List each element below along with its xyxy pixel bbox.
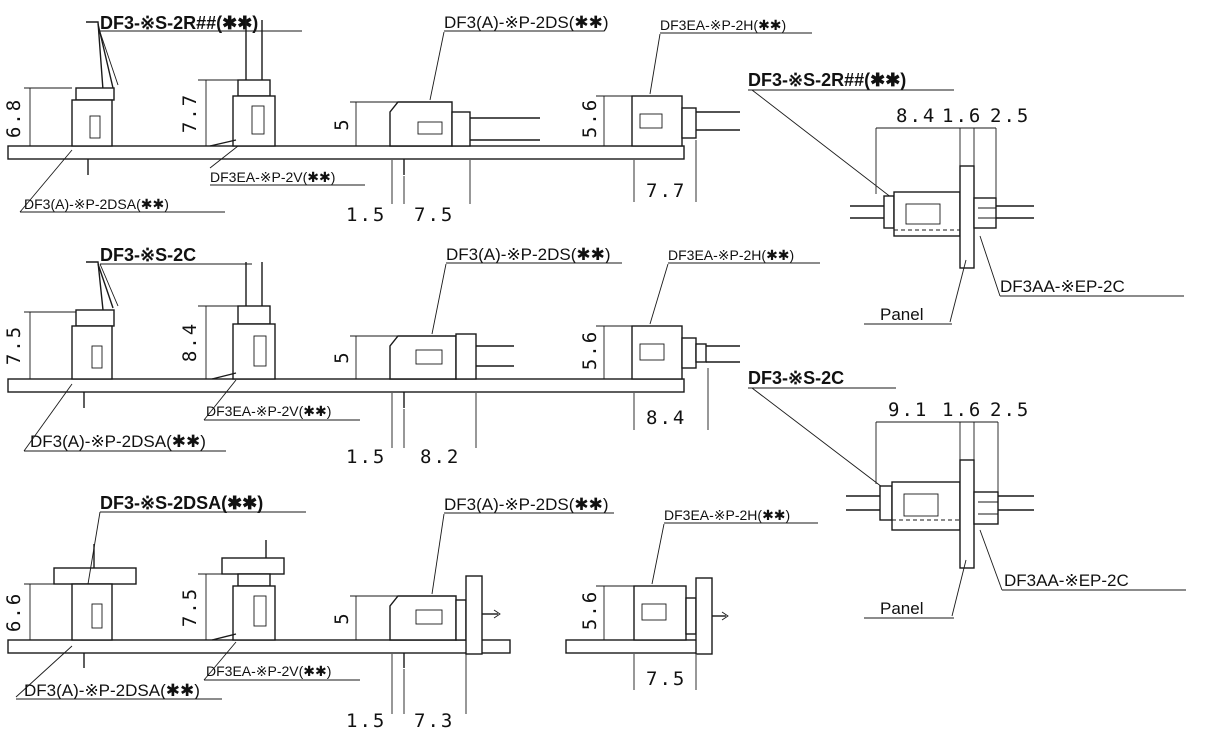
- row2-h-label: DF3EA-※P-2H(✱✱): [668, 247, 794, 263]
- row1-h-length: 7.7: [646, 180, 686, 202]
- pcb-board-1: [7, 145, 685, 160]
- right-angle-receptacle-h: [631, 95, 740, 147]
- pcb-board-3: [7, 639, 511, 654]
- row1-dsa-label: DF3(A)-※P-2DSA(✱✱): [24, 196, 169, 212]
- panel1-dim-a: 8.4: [896, 105, 936, 127]
- row3-ds-height: 5: [331, 611, 353, 624]
- row1-pin-offset: 1.5: [346, 204, 386, 226]
- row-3: 6.6 DF3-※S-2DSA(✱✱) 7.5 DF3EA-※P-2V(✱✱) …: [3, 493, 818, 730]
- row3-ds-label: DF3(A)-※P-2DS(✱✱): [444, 495, 609, 514]
- row3-h-length: 7.5: [646, 668, 686, 690]
- plug-2dsa-side-view: [53, 544, 137, 668]
- row2-plug-height: 7.5: [3, 325, 25, 365]
- panel1-plug-label: DF3-※S-2R##(✱✱): [748, 70, 906, 90]
- row-1: 6.8 DF3-※S-2R##(✱✱) 7.7 DF3EA-※P-2V(✱✱) …: [3, 13, 812, 226]
- right-angle-receptacle-ds: [389, 101, 540, 175]
- vertical-receptacle-with-panel: [211, 540, 285, 641]
- right-angle-receptacle-ds: [389, 333, 514, 408]
- panel2-dim-a: 9.1: [888, 399, 928, 421]
- row1-plug-label: DF3-※S-2R##(✱✱): [100, 13, 258, 33]
- row1-ds-label: DF3(A)-※P-2DS(✱✱): [444, 13, 609, 32]
- row-2: 7.5 DF3-※S-2C 8.4 DF3EA-※P-2V(✱✱) DF3(A)…: [3, 245, 820, 468]
- panel-view-1: DF3-※S-2R##(✱✱) 8.4 1.6 2.5 Panel DF3AA-…: [748, 70, 1184, 325]
- row1-h-height: 5.6: [579, 98, 601, 138]
- panel1-receptacle-label: DF3AA-※EP-2C: [1000, 277, 1125, 296]
- pcb-board-2: [7, 378, 685, 393]
- right-angle-receptacle-h-panel: [633, 577, 729, 655]
- row3-vertical-height: 7.5: [179, 587, 201, 627]
- row3-h-height: 5.6: [579, 590, 601, 630]
- plug-2r-side-view: [71, 21, 115, 175]
- panel-view-2: DF3-※S-2C 9.1 1.6 2.5 Panel DF3AA-※EP-2C: [748, 368, 1186, 619]
- panel1-panel-label: Panel: [880, 305, 923, 324]
- row2-vertical-label: DF3EA-※P-2V(✱✱): [206, 403, 331, 419]
- row2-ds-height: 5: [331, 350, 353, 363]
- row3-ds-length: 7.3: [414, 710, 454, 730]
- vertical-receptacle: [211, 262, 276, 380]
- panel2-panel-label: Panel: [880, 599, 923, 618]
- row2-ds-label: DF3(A)-※P-2DS(✱✱): [446, 245, 611, 264]
- row2-dsa-label: DF3(A)-※P-2DSA(✱✱): [30, 432, 206, 451]
- row2-ds-length: 8.2: [420, 446, 460, 468]
- row2-h-height: 5.6: [579, 330, 601, 370]
- vertical-receptacle: [209, 20, 276, 147]
- row1-vertical-label: DF3EA-※P-2V(✱✱): [210, 169, 335, 185]
- row1-h-label: DF3EA-※P-2H(✱✱): [660, 17, 786, 33]
- panel2-dim-c: 2.5: [990, 399, 1030, 421]
- row2-vertical-height: 8.4: [179, 322, 201, 362]
- row2-pin-offset: 1.5: [346, 446, 386, 468]
- row3-vertical-label: DF3EA-※P-2V(✱✱): [206, 663, 331, 679]
- pcb-board-3b: [565, 639, 705, 654]
- row3-pin-offset: 1.5: [346, 710, 386, 730]
- panel2-dim-b: 1.6: [942, 399, 982, 421]
- row1-plug-height: 6.8: [3, 98, 25, 138]
- panel1-dim-c: 2.5: [990, 105, 1030, 127]
- row2-plug-label: DF3-※S-2C: [100, 245, 196, 265]
- row3-dsa-label: DF3(A)-※P-2DSA(✱✱): [24, 681, 200, 700]
- row3-plug-height: 6.6: [3, 592, 25, 632]
- panel2-receptacle-label: DF3AA-※EP-2C: [1004, 571, 1129, 590]
- row1-vertical-height: 7.7: [179, 93, 201, 133]
- plug-2c-side-view: [71, 261, 115, 408]
- panel2-plug-label: DF3-※S-2C: [748, 368, 844, 388]
- right-angle-receptacle-ds-panel: [389, 575, 501, 668]
- panel1-dim-b: 1.6: [942, 105, 982, 127]
- row3-plug-label: DF3-※S-2DSA(✱✱): [100, 493, 263, 513]
- right-angle-receptacle-h: [631, 325, 740, 380]
- row3-h-label: DF3EA-※P-2H(✱✱): [664, 507, 790, 523]
- row2-h-length: 8.4: [646, 407, 686, 429]
- row1-ds-height: 5: [331, 117, 353, 130]
- row1-ds-length: 7.5: [414, 204, 454, 226]
